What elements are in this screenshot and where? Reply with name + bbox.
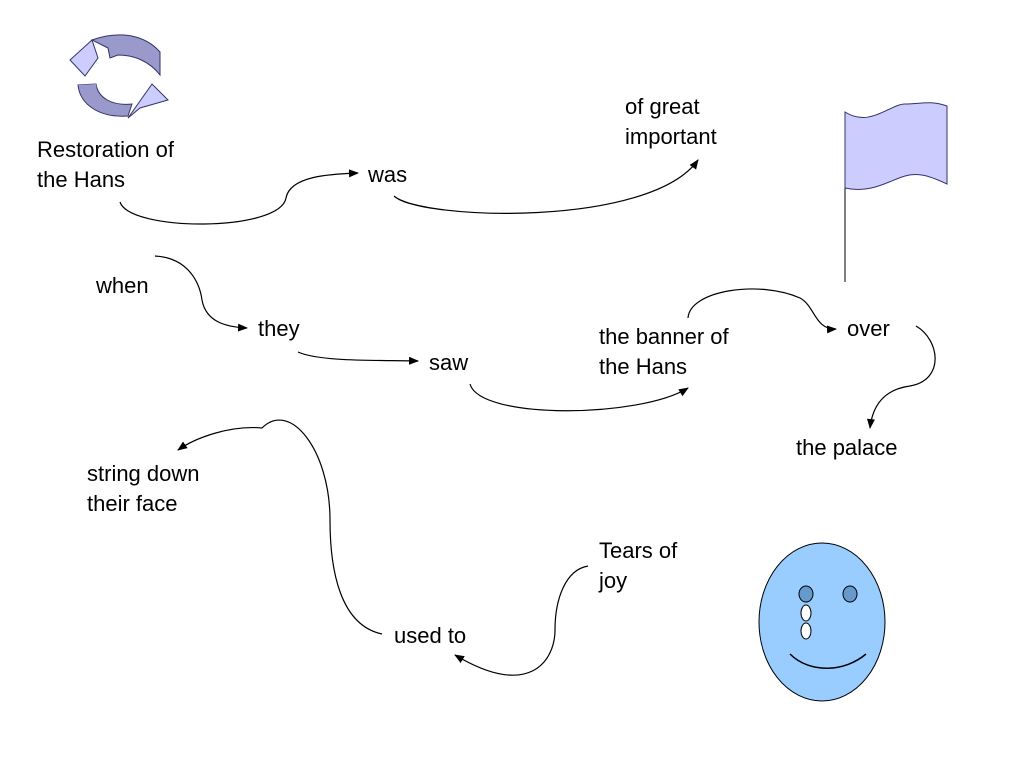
node-restoration: Restoration of the Hans: [37, 135, 174, 195]
connector-over-palace: [867, 325, 936, 429]
connector-banner-over: [687, 288, 837, 334]
node-string-down-line-2: their face: [87, 491, 178, 516]
node-used-to: used to: [394, 623, 467, 648]
connector-restoration-was: [119, 169, 359, 225]
connector-tears-usedto: [454, 565, 589, 676]
node-tears: Tears of joy: [599, 536, 677, 596]
node-string-down: string down their face: [87, 459, 200, 519]
node-saw: saw: [429, 350, 469, 375]
connector-saw-banner: [469, 383, 689, 412]
node-great-important: of great important: [625, 92, 717, 152]
node-great-important-line-2: important: [625, 124, 717, 149]
node-when: when: [96, 273, 149, 298]
node-banner-line-1: the banner of: [599, 324, 729, 349]
connector-they-saw: [297, 351, 419, 365]
node-was: was: [368, 162, 408, 187]
crying-smiley-face-icon: [758, 542, 886, 702]
connector-was-great: [393, 159, 699, 214]
flag-icon: [844, 102, 948, 282]
node-restoration-line-2: the Hans: [37, 167, 126, 192]
node-over: over: [847, 316, 890, 341]
node-string-down-line-1: string down: [87, 461, 200, 486]
node-palace: the palace: [796, 435, 898, 460]
node-they: they: [258, 316, 300, 341]
connector-usedto-string: [177, 419, 383, 635]
node-tears-line-2: joy: [599, 568, 628, 593]
connector-when-they: [154, 255, 248, 332]
node-banner: the banner of the Hans: [599, 322, 729, 382]
node-banner-line-2: the Hans: [599, 354, 688, 379]
node-tears-line-1: Tears of: [599, 538, 678, 563]
cycle-arrows-icon: [69, 34, 169, 119]
node-great-important-line-1: of great: [625, 94, 700, 119]
node-restoration-line-1: Restoration of: [37, 137, 174, 162]
